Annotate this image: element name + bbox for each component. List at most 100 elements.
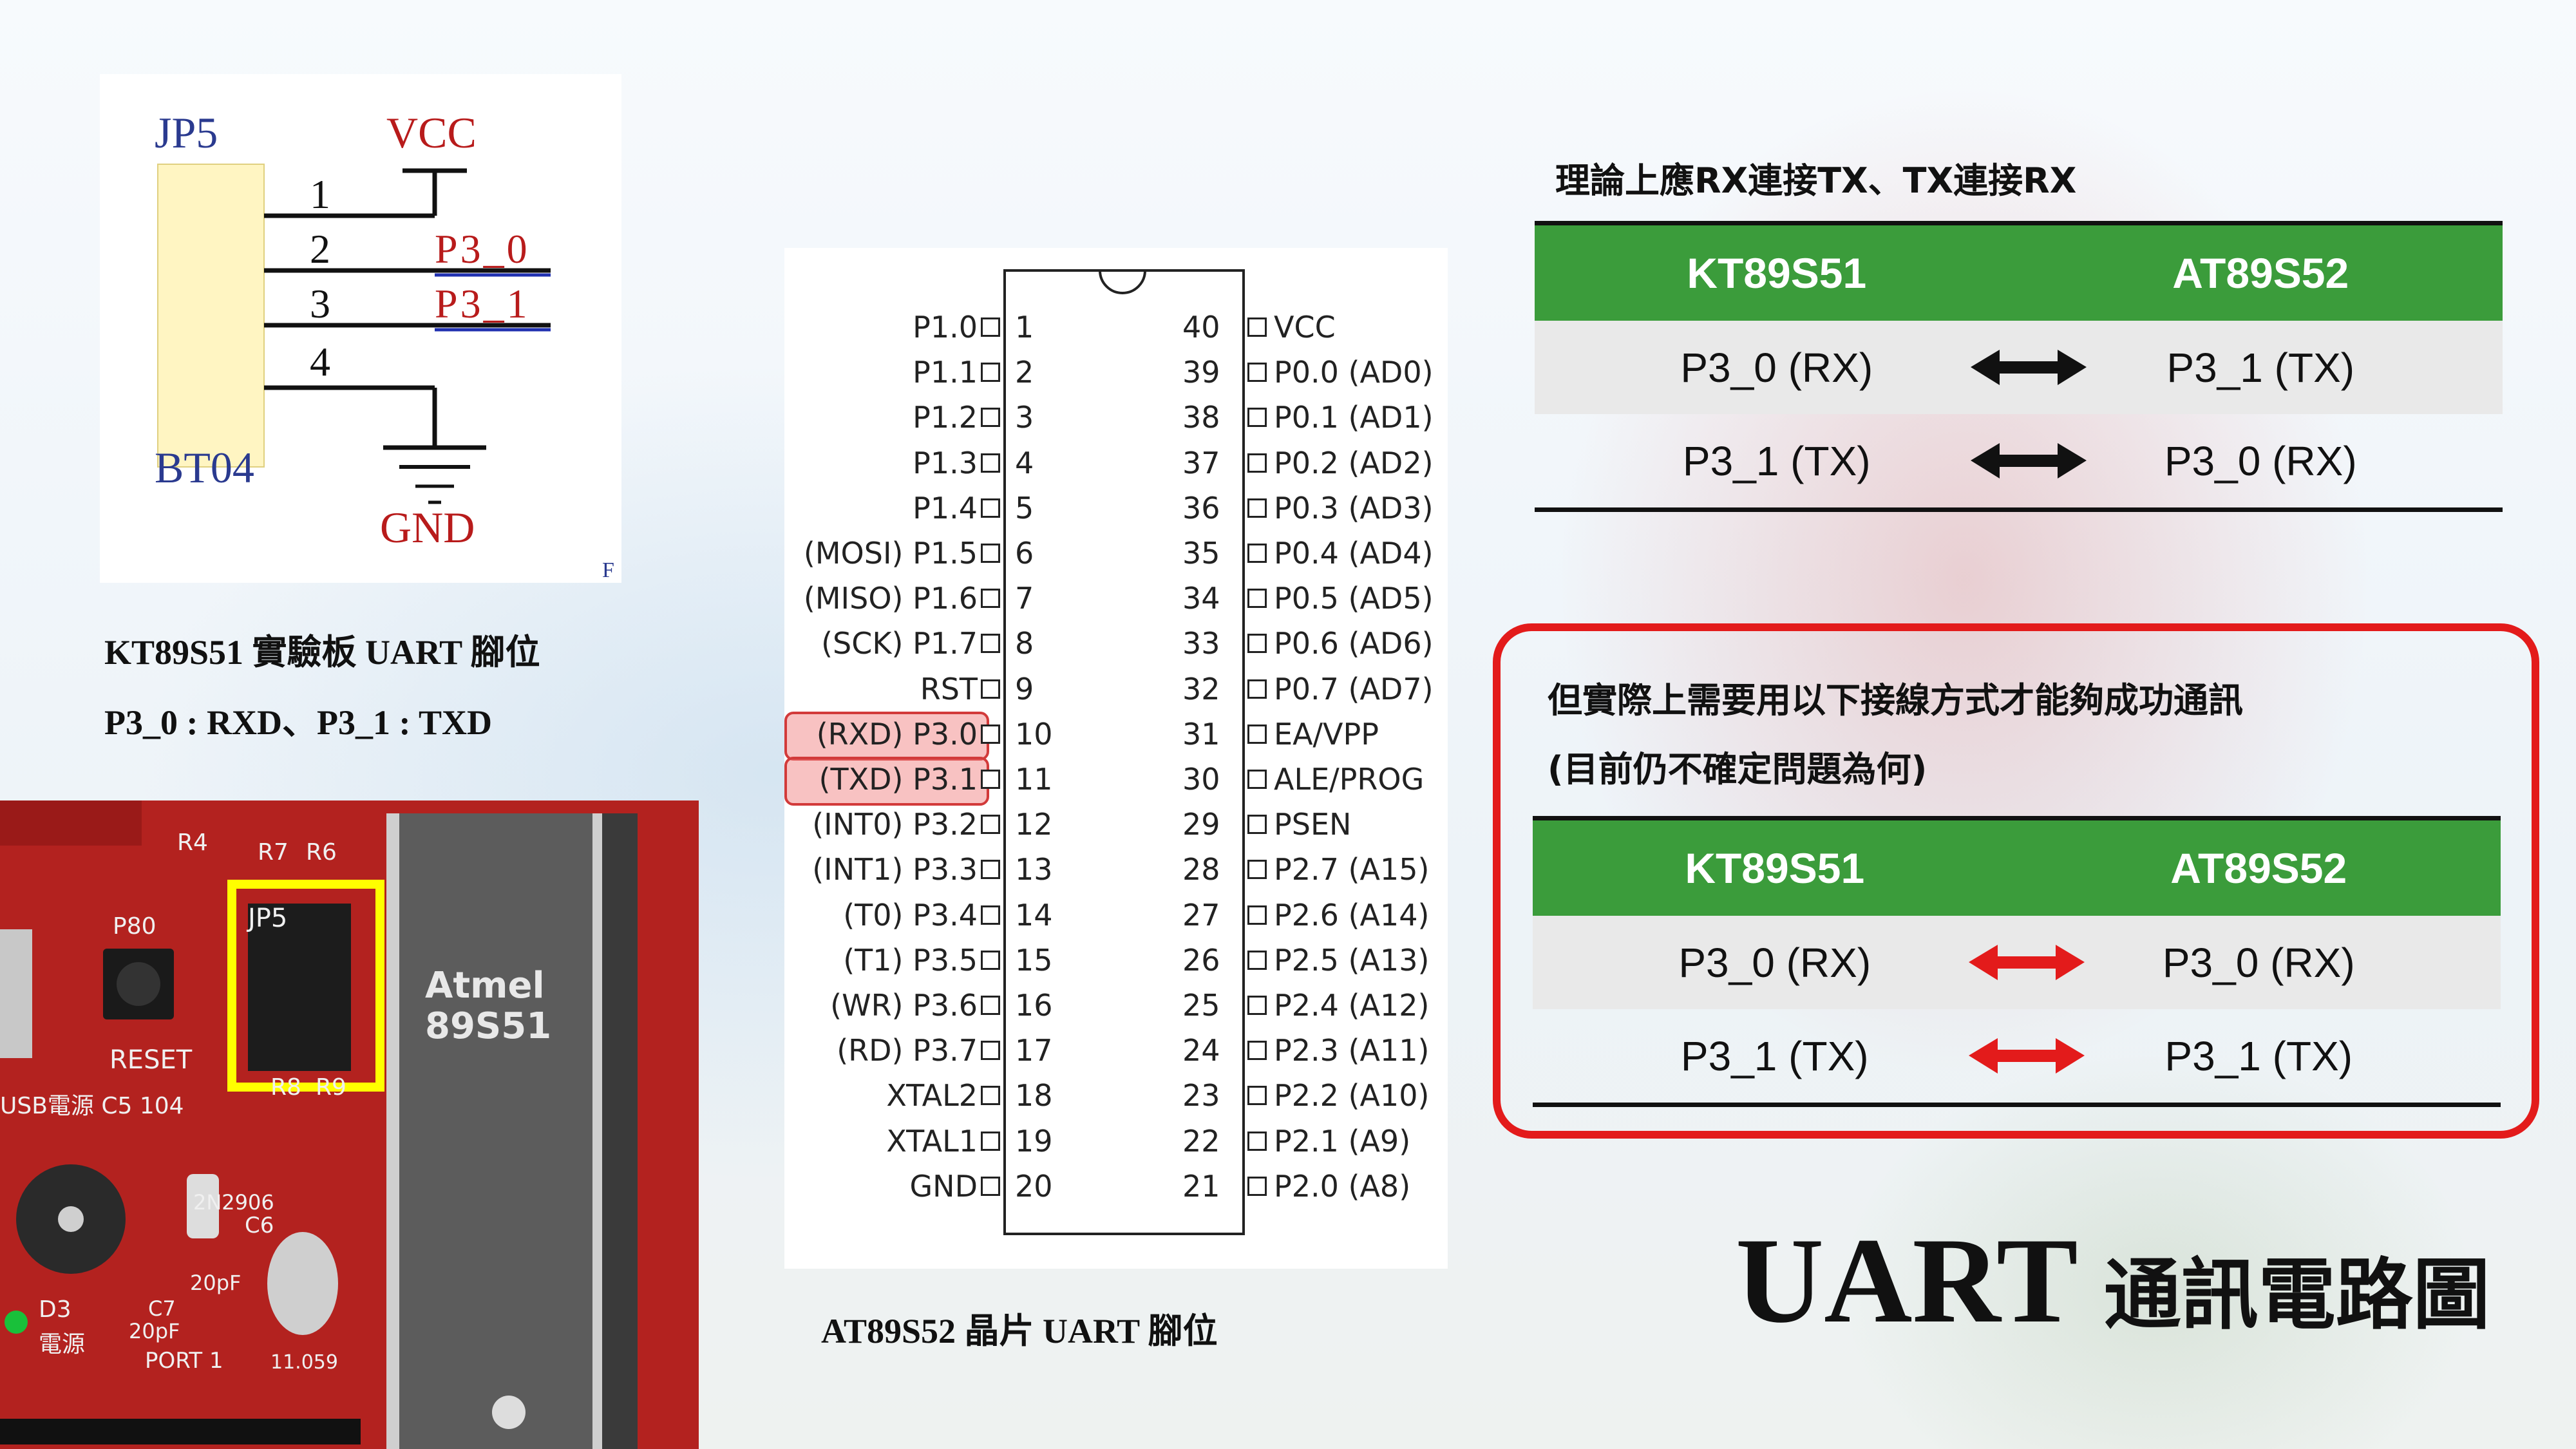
buzzer-hole (58, 1206, 84, 1232)
chip-pin-pad (1247, 815, 1267, 835)
pcb-c6-label: C6 (245, 1213, 274, 1238)
chip-pin-number: 34 (1182, 581, 1220, 616)
chip-pin-number: 26 (1182, 942, 1220, 978)
jp5-connector-body (157, 164, 265, 468)
chip-pin-number: 12 (1015, 807, 1053, 842)
chip-pin-number: 35 (1182, 536, 1220, 571)
chip-pin-pad (1247, 724, 1267, 744)
chip-body (1003, 269, 1245, 1235)
actual-double-arrow (1969, 945, 2085, 980)
txd-pin-highlight (784, 757, 989, 806)
actual-row1-kt: P3_0 (RX) (1678, 939, 1871, 986)
chip-pin-number: 15 (1015, 942, 1053, 978)
theory-table-topline (1535, 221, 2503, 225)
chip-pin-pad (981, 408, 1000, 428)
gnd-label: GND (380, 503, 475, 552)
chip-pin-label-left: (INT1) P3.3 (812, 852, 978, 887)
pcb-drawing (0, 800, 699, 1449)
chip-pin-label-right: P2.3 (A11) (1274, 1033, 1430, 1068)
chip-pin-pad (981, 1131, 1000, 1151)
slide-title-main: UART (1736, 1213, 2078, 1349)
chip-pin-number: 4 (1015, 445, 1034, 480)
pin-number-1: 1 (310, 171, 330, 217)
actual-double-arrow (1969, 1038, 2085, 1074)
chip-label-atmel: Atmel (425, 965, 545, 1007)
chip-pin-number: 27 (1182, 897, 1220, 933)
chip-pin-pad (981, 589, 1000, 609)
chip-pin-label-right: EA/VPP (1274, 716, 1379, 752)
chip-pin-number: 6 (1015, 536, 1034, 571)
chip-pin-pad (1247, 1176, 1267, 1196)
chip-pin-label-left: GND (909, 1168, 978, 1204)
chip-pin-pad (1247, 317, 1267, 337)
chip-pin-label-left: P1.2 (913, 400, 978, 435)
chip-label-model: 89S51 (425, 1005, 552, 1047)
actual-row1-at: P3_0 (RX) (2162, 939, 2355, 986)
actual-header-at: AT89S52 (2170, 844, 2347, 892)
chip-pin-label-left: (MISO) P1.6 (803, 581, 978, 616)
chip-pin-pad (1247, 1041, 1267, 1061)
chip-pin-label-right: P0.1 (AD1) (1274, 400, 1434, 435)
chip-pin-label-left: (INT0) P3.2 (812, 807, 978, 842)
chip-caption: AT89S52 晶片 UART 腳位 (821, 1312, 1218, 1350)
p31-signal-label: P3_1 (435, 281, 530, 327)
chip-pin-number: 33 (1182, 626, 1220, 661)
chip-pin-pad (981, 1041, 1000, 1061)
chip-pin-pad (981, 363, 1000, 383)
pcb-r6-label: R6 (306, 839, 337, 866)
chip-pin-pad (1247, 996, 1267, 1015)
actual-row2-at: P3_1 (TX) (2164, 1032, 2353, 1079)
chip-pin-pad (1247, 589, 1267, 609)
chip-pin-number: 18 (1015, 1078, 1053, 1113)
chip-pin-pad (981, 724, 1000, 744)
pcb-photo: Atmel 89S51 JP5 RESET USB電源 C5 104 R4 R7… (0, 800, 699, 1449)
chip-pin-label-right: P0.7 (AD7) (1274, 671, 1434, 706)
chip-pin-number: 28 (1182, 852, 1220, 887)
theory-row2-at: P3_0 (RX) (2164, 437, 2357, 484)
chip-pin-pad (1247, 544, 1267, 563)
usb-connector (0, 929, 32, 1058)
chip-pin-label-right: P0.4 (AD4) (1274, 536, 1434, 571)
chip-pin-pad (1247, 1086, 1267, 1106)
chip-pin-label-left: P1.0 (913, 310, 978, 345)
chip-pin-label-left: P1.1 (913, 355, 978, 390)
chip-pin-label-right: P2.0 (A8) (1274, 1168, 1411, 1204)
chip-pin-label-right: P2.5 (A13) (1274, 942, 1430, 978)
chip-pin-label-right: P2.7 (A15) (1274, 852, 1430, 887)
chip-pin-label-left: P1.4 (913, 490, 978, 526)
chip-pin-label-right: P0.5 (AD5) (1274, 581, 1434, 616)
pin-number-2: 2 (310, 226, 330, 272)
theory-double-arrow (1971, 350, 2087, 385)
theory-note: 理論上應RX連接TX、TX連接RX (1555, 160, 2077, 201)
actual-table-topline (1533, 816, 2501, 820)
chip-pin-pad (981, 996, 1000, 1015)
chip-pin-pad (981, 905, 1000, 925)
chip-pin-number: 19 (1015, 1123, 1053, 1159)
chip-pin-pad (1247, 770, 1267, 789)
chip-pin-pad (981, 317, 1000, 337)
theory-row2-kt: P3_1 (TX) (1682, 437, 1871, 484)
chip-pin-number: 22 (1182, 1123, 1220, 1159)
chip-pin-pad (981, 815, 1000, 835)
chip-pin-label-left: (TXD) P3.1 (819, 762, 978, 797)
actual-table-header: KT89S51 AT89S52 (1533, 820, 2501, 916)
chip-pin-label-left: P1.3 (913, 445, 978, 480)
jp5-label: JP5 (155, 108, 218, 157)
actual-table-bottomline (1533, 1103, 2501, 1107)
actual-table: KT89S51 AT89S52 P3_0 (RX) P3_0 (RX) P3_1… (1533, 816, 2501, 1107)
jp5-schematic-drawing (157, 164, 551, 504)
atmel-chip (399, 813, 592, 1449)
chip-pin-number: 17 (1015, 1033, 1053, 1068)
port1-header (0, 1419, 361, 1444)
pcb-p80-label: P80 (113, 913, 156, 940)
pcb-edge-top (0, 800, 142, 846)
pcb-jp5-label: JP5 (248, 904, 288, 933)
chip-pin-label-right: P2.2 (A10) (1274, 1078, 1430, 1113)
chip-pin-number: 39 (1182, 355, 1220, 390)
chip-pin-number: 3 (1015, 400, 1034, 435)
chip-pin-number: 16 (1015, 988, 1053, 1023)
chip-pin-number: 9 (1015, 671, 1034, 706)
chip-pin-number: 13 (1015, 852, 1053, 887)
